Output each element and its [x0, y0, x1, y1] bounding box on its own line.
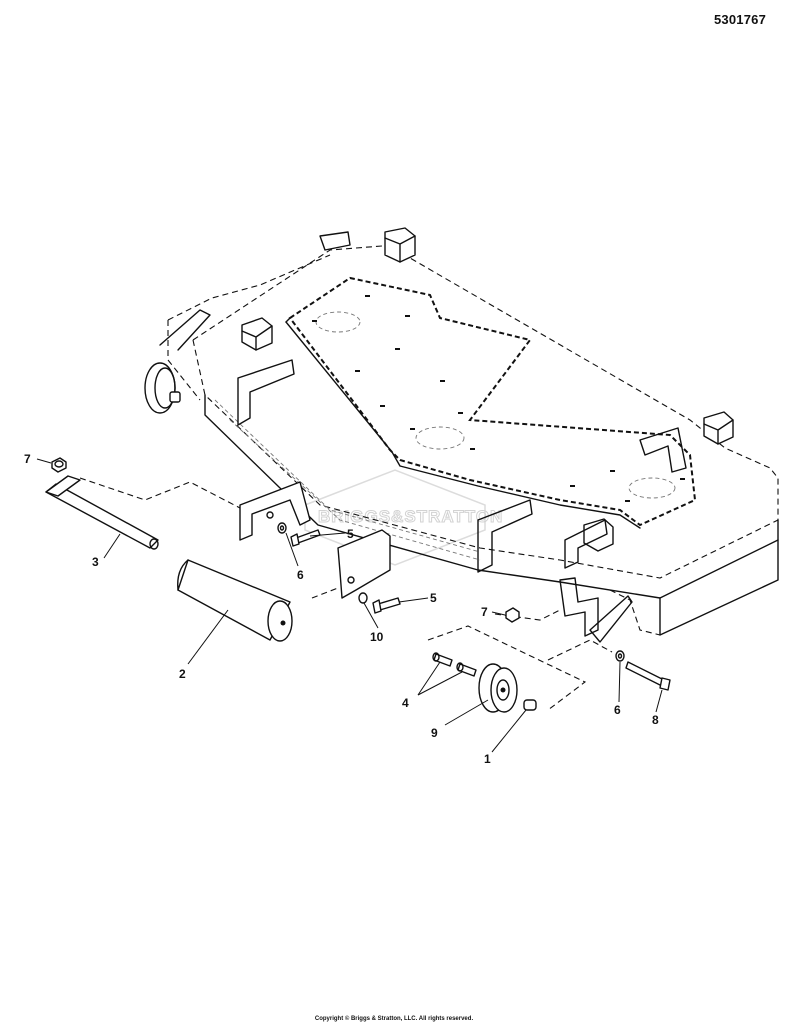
part-6-washer-right [615, 650, 625, 662]
callout-6-right: 6 [614, 703, 621, 717]
part-1-bushing [523, 699, 537, 711]
part-3-roller-axle [45, 475, 159, 550]
callout-5-upper: 5 [347, 527, 354, 541]
watermark-text: BRIGGS&STRATTON [318, 507, 503, 526]
part-8-bolt [625, 661, 671, 691]
diagram-part-number: 5301767 [713, 12, 766, 27]
callout-7-left: 7 [24, 452, 31, 466]
callout-labels: 7 3 2 5 6 5 10 7 4 9 1 6 8 [24, 452, 659, 766]
part-10-washer [358, 592, 368, 604]
callout-6-left: 6 [297, 568, 304, 582]
callout-leaders [36, 458, 663, 753]
callout-5-lower: 5 [430, 591, 437, 605]
callout-4: 4 [402, 696, 409, 710]
callout-8: 8 [652, 713, 659, 727]
callout-3: 3 [92, 555, 99, 569]
callout-7-right: 7 [481, 605, 488, 619]
part-5-bolt-upper [290, 529, 321, 547]
part-5-bolt-lower [372, 597, 401, 614]
copyright-notice: Copyright © Briggs & Stratton, LLC. All … [314, 1016, 474, 1022]
mower-deck [79, 227, 779, 711]
brand-watermark: BRIGGS&STRATTON [304, 469, 503, 566]
callout-9: 9 [431, 726, 438, 740]
callout-10: 10 [370, 630, 384, 644]
part-7-nut-left [51, 457, 67, 473]
callout-1: 1 [484, 752, 491, 766]
part-7-nut-right [505, 607, 520, 623]
part-2-roller [177, 559, 293, 642]
part-9-wheel [478, 663, 518, 713]
part-6-washer-left [277, 522, 287, 534]
part-4-bearings [432, 652, 477, 677]
callout-2: 2 [179, 667, 186, 681]
